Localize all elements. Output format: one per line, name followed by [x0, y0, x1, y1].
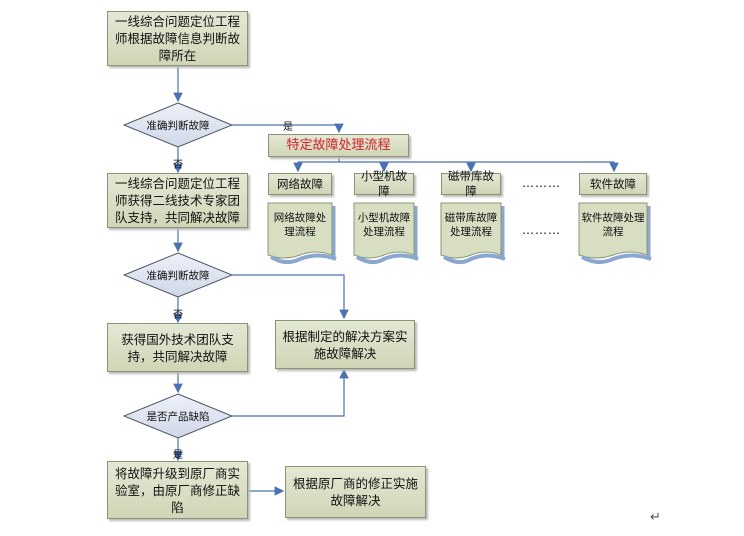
category-minicomputer: 小型机故障 — [354, 169, 414, 198]
category-software: 软件故障 — [579, 173, 647, 195]
doc-shape-software — [578, 202, 648, 259]
no-label-2: 否 — [173, 310, 183, 321]
yes-label-1: 是 — [283, 122, 293, 133]
step3-box: 获得国外技术团队支持，共同解决故障 — [107, 323, 248, 372]
decision1-label: 准确判断故障 — [146, 119, 210, 132]
step4-box: 将故障升级到原厂商实验室，由原厂商修正缺陷 — [107, 461, 248, 519]
return-mark: ↵ — [650, 510, 661, 525]
step2-box: 一线综合问题定位工程师获得二线技术专家团队支持，共同解决故障 — [107, 173, 248, 228]
ellipsis-row1: ……… — [522, 176, 561, 190]
category-tape: 磁带库故障 — [441, 169, 501, 198]
resolve-plan-box: 根据制定的解决方案实施故障解决 — [275, 320, 415, 369]
category-network: 网络故障 — [268, 173, 332, 195]
special-flow-box: 特定故障处理流程 — [268, 134, 409, 157]
doc-network-label: 网络故障处理流程 — [273, 212, 327, 238]
doc-software-label: 软件故障处理流程 — [581, 212, 645, 238]
no-label-1: 否 — [173, 160, 183, 171]
doc-minicomputer-label: 小型机故障处理流程 — [357, 212, 411, 238]
resolve-vendor-box: 根据原厂商的修正实施故障解决 — [285, 466, 426, 518]
decision3-label: 是否产品缺陷 — [146, 410, 210, 423]
step1-box: 一线综合问题定位工程师根据故障信息判断故障所在 — [107, 11, 248, 66]
ellipsis-row2: ……… — [522, 223, 561, 237]
yes-label-3: 是 — [173, 450, 183, 461]
doc-shapes — [267, 202, 652, 264]
decision2-label: 准确判断故障 — [146, 269, 210, 282]
doc-tape-label: 磁带库故障处理流程 — [444, 212, 498, 238]
